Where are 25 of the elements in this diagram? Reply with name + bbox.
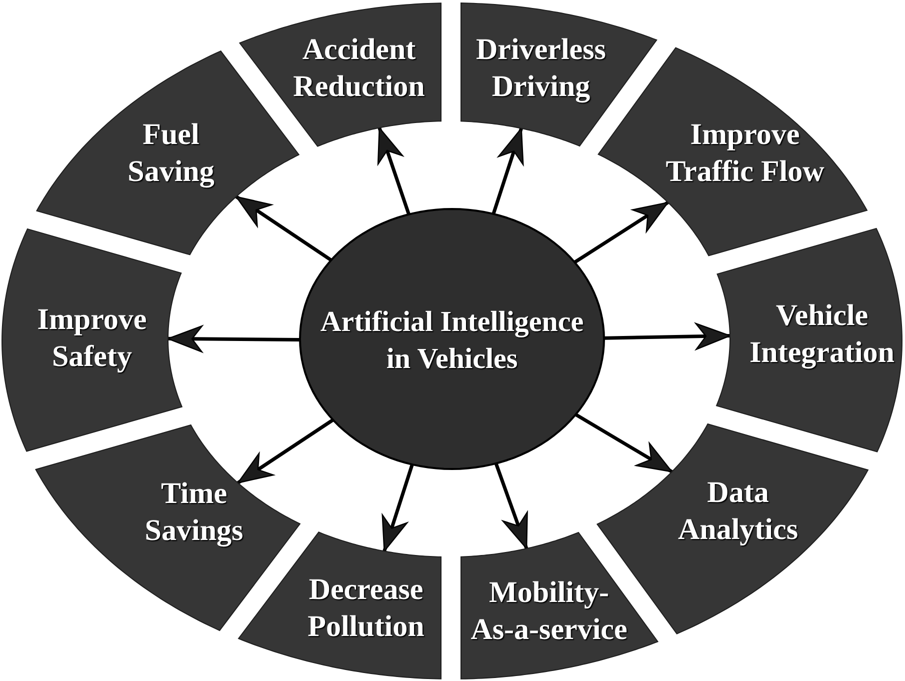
arrow bbox=[492, 128, 524, 214]
segment-label: Improve Safety bbox=[36, 302, 148, 375]
segment-label: Decrease Pollution bbox=[306, 572, 426, 645]
arrow bbox=[382, 464, 414, 552]
arrow bbox=[574, 200, 669, 264]
arrow bbox=[574, 413, 673, 474]
segment-label: Time Savings bbox=[144, 476, 244, 549]
segment-label: Improve Traffic Flow bbox=[664, 117, 826, 190]
ring-segment bbox=[461, 532, 658, 679]
arrow bbox=[236, 418, 334, 484]
arrow bbox=[604, 322, 731, 350]
segment-label: Driverless Driving bbox=[475, 32, 607, 105]
arrow bbox=[494, 462, 528, 550]
segment-label: Data Analytics bbox=[677, 475, 799, 548]
segment-label: Accident Reduction bbox=[292, 32, 426, 105]
ring-segment bbox=[35, 425, 300, 631]
segment-label: Mobility- As-a-service bbox=[470, 575, 628, 648]
arrow bbox=[167, 325, 300, 353]
ring-segment bbox=[716, 228, 902, 452]
ring-segment bbox=[2, 228, 182, 452]
hub-label: Artificial Intelligence in Vehicles bbox=[319, 305, 585, 377]
segment-label: Fuel Saving bbox=[126, 117, 216, 190]
arrow bbox=[377, 127, 411, 215]
arrow bbox=[235, 195, 332, 262]
segment-label: Vehicle Integration bbox=[748, 298, 896, 371]
